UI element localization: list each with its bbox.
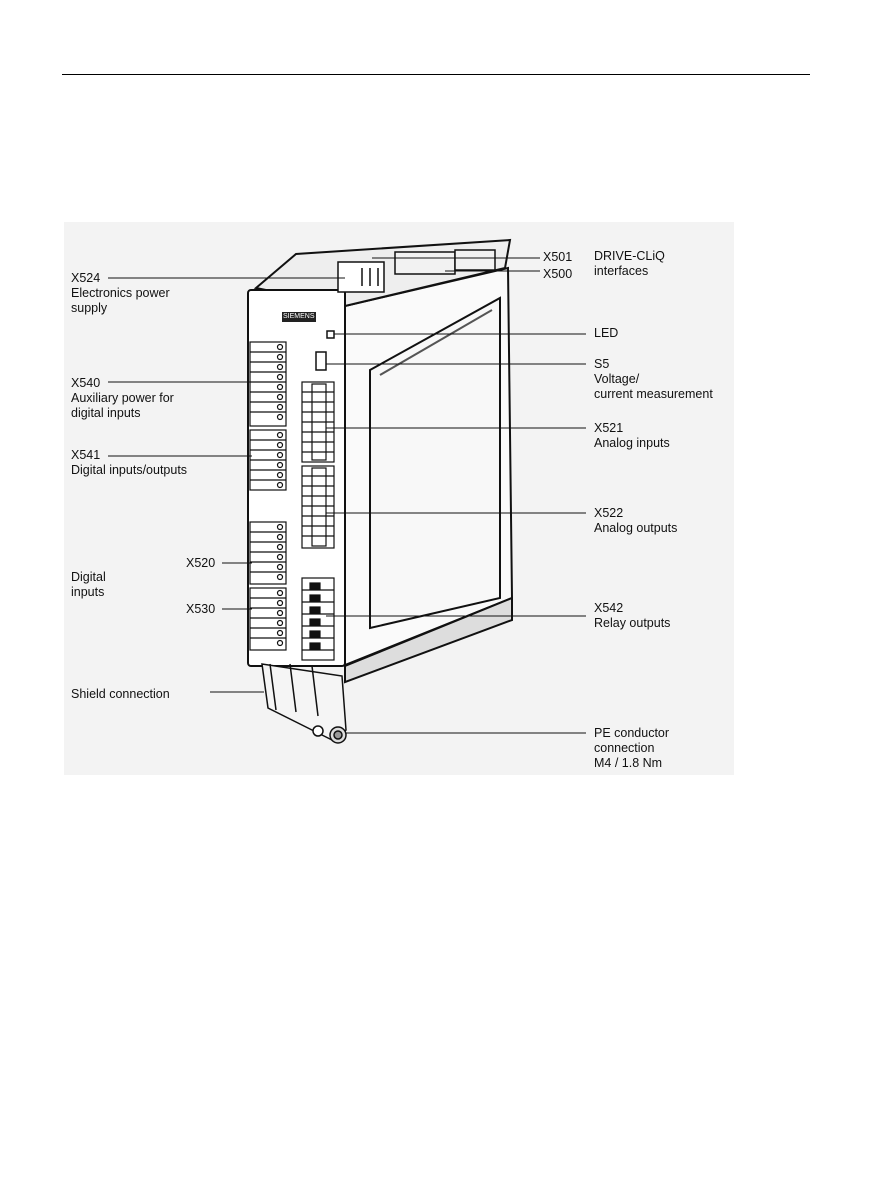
device-logo-text: SIEMENS (283, 313, 315, 320)
terminal-x530 (249, 587, 287, 651)
label-x542: X542 Relay outputs (594, 601, 671, 630)
terminal-x542 (301, 577, 335, 661)
label-x520: X520 (186, 556, 216, 570)
label-x524: X524 Electronics power supply (71, 271, 170, 315)
label-x522: X522 Analog outputs (594, 506, 678, 535)
label-pe: PE conductor connection M4 / 1.8 Nm (594, 726, 670, 770)
terminal-x540 (249, 341, 287, 427)
terminal-x541 (249, 429, 287, 491)
label-x530: X530 (186, 602, 216, 616)
label-s5: S5 Voltage/ current measurement (594, 357, 713, 401)
label-x521: X521 Analog inputs (594, 421, 670, 450)
label-x501: X501 (543, 250, 573, 264)
logo-plate (282, 312, 316, 322)
label-x541: X541 Digital inputs/outputs (71, 448, 188, 477)
s5-switch (315, 351, 327, 371)
leader-lines (108, 257, 586, 734)
label-shield: Shield connection (71, 687, 170, 701)
terminal-x522 (301, 465, 335, 549)
label-drive-cliq: DRIVE-CLiQ interfaces (594, 249, 665, 278)
label-x540: X540 Auxiliary power for digital inputs (71, 376, 174, 420)
label-digital-inputs: Digital inputs (71, 570, 106, 599)
pe-screw (312, 725, 347, 744)
led-indicator (326, 330, 335, 339)
terminal-x520 (249, 521, 287, 585)
terminal-x521 (301, 381, 335, 463)
label-x500: X500 (543, 267, 573, 281)
header-rule (62, 74, 810, 75)
label-led: LED (594, 326, 619, 340)
